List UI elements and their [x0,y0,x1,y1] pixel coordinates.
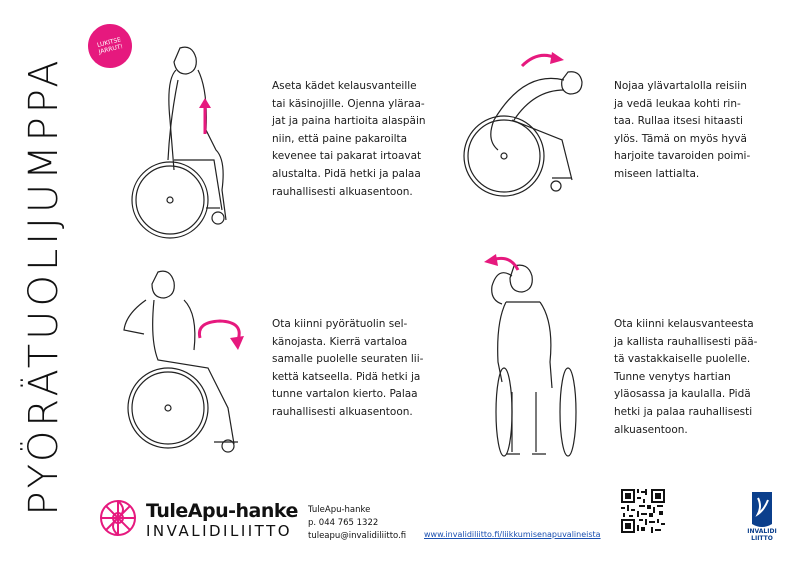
contact-info: TuleApu-hanke p. 044 765 1322 tuleapu@in… [308,504,406,543]
exercise-1-line: jat ja paina hartioita alaspäin [272,115,426,128]
exercise-1-line: kevenee tai pakarat irtoavat [272,150,422,163]
exercise-1-illustration [118,40,238,240]
exercise-3-illustration [118,266,258,466]
exercise-2-line: ylös. Tämä on myös hyvä [614,132,747,145]
corner-logo-text: INVALIDI LIITTO [746,528,778,542]
exercise-1-line: niin, että paine pakaroilta [272,132,408,145]
contact-name: TuleApu-hanke [308,505,371,515]
exercise-4-line: hetki ja palaa rauhallisesti [614,405,753,418]
tuleapu-logo-icon [100,500,136,536]
corner-logo-line-1: INVALIDI [747,528,777,535]
exercise-4-line: Tunne venytys hartian [614,370,731,383]
curved-arrow-icon [520,52,564,68]
up-arrow-icon [199,98,211,134]
exercise-4-line: alkuasentoon. [614,423,688,436]
exercise-2-line: ja vedä leukaa kohti rin- [614,97,741,110]
invalidiliitto-logo-icon [752,492,772,527]
contact-email[interactable]: tuleapu@invalidiliitto.fi [308,531,407,541]
exercise-2-line: harjoite tavaroiden poimi- [614,150,751,163]
curved-arrow-icon [484,254,520,271]
exercise-3-line: tunne vartalon kierto. Palaa [272,388,418,401]
exercise-2-line: Nojaa ylävartalolla reisiin [614,80,747,92]
exercise-3-line: samalle puolelle seuraten lii- [272,353,424,366]
exercise-1-line: rauhallisesti alkuasentoon. [272,185,413,198]
exercise-4-line: Ota kiinni kelausvanteesta [614,318,754,330]
exercise-3-text: Ota kiinni pyörätuolin sel- känojasta. K… [272,316,423,422]
brand-subtitle: INVALIDILIITTO [146,522,293,540]
exercise-4-illustration [484,262,594,472]
page-title: PYÖRÄTUOLIJUMPPA [21,56,67,516]
brand-name: TuleApu-hanke [146,500,298,522]
exercise-4-text: Ota kiinni kelausvanteesta ja kallista r… [614,316,757,439]
exercise-2-line: taa. Rullaa itsesi hitaasti [614,115,743,128]
exercise-2-illustration [452,60,602,200]
exercise-4-line: ja kallista rauhallisesti pää- [614,335,758,348]
corner-logo-line-2: LIITTO [751,535,773,542]
exercise-3-line: Ota kiinni pyörätuolin sel- [272,318,408,330]
exercise-3-line: rauhallisesti alkuasentoon. [272,405,413,418]
exercise-4-line: yläosassa ja kaulalla. Pidä [614,388,751,401]
exercise-1-line: Aseta kädet kelausvanteille [272,80,417,92]
exercise-2-text: Nojaa ylävartalolla reisiin ja vedä leuk… [614,78,750,184]
qr-code [621,489,665,533]
website-link[interactable]: www.invalidiliitto.fi/liikkumisenapuvali… [424,530,601,539]
exercise-2-line: miseen lattialta. [614,167,700,180]
exercise-3-line: känojasta. Kierrä vartaloa [272,335,408,348]
exercise-1-line: tai käsinojille. Ojenna yläraa- [272,97,425,110]
exercise-3-line: kettä katseella. Pidä hetki ja [272,370,421,383]
curved-arrow-icon [197,319,244,350]
contact-phone: p. 044 765 1322 [308,518,379,528]
exercise-1-line: alustalta. Pidä hetki ja palaa [272,167,421,180]
exercise-4-line: tä vastakkaiselle puolelle. [614,353,751,366]
exercise-1-text: Aseta kädet kelausvanteille tai käsinoji… [272,78,426,201]
